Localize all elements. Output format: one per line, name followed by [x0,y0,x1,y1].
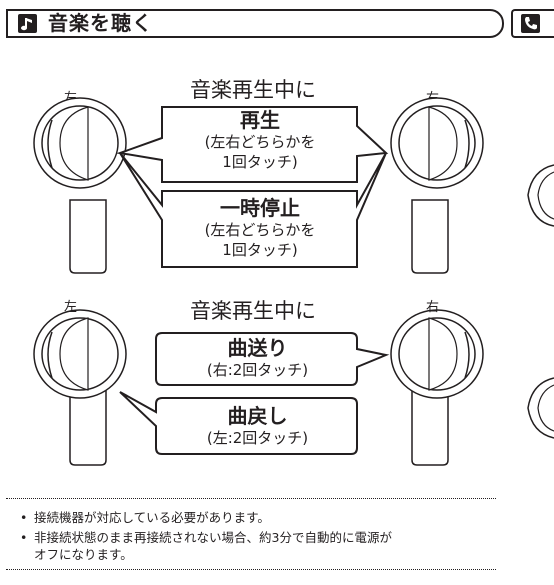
next-track-label: 曲送り [227,336,288,360]
pause-instruction-line2: 1回タッチ) [222,241,298,259]
phone-icon [521,14,540,33]
play-instruction-line1: (左右どちらかを [204,133,316,151]
pause-callout: 一時停止 (左右どちらかを 1回タッチ) [165,196,355,260]
play-label: 再生 [240,108,280,132]
play-instruction-line2: 1回タッチ) [222,153,298,171]
prev-track-callout: 曲戻し (左:2回タッチ) [160,404,355,448]
pause-label: 一時停止 [220,196,300,220]
pause-instruction-line1: (左右どちらかを [204,221,316,239]
prev-track-label: 曲戻し [227,404,288,428]
right-earbud-label-2: 右 [426,300,440,315]
notes-box: • 接続機器が対応している必要があります。 • 非接続状態のまま再接続されない場… [6,498,496,570]
section1-heading: 音楽再生中に [190,78,316,102]
section-title: 音楽を聴く [48,11,153,35]
next-section-tab [511,9,554,38]
music-note-icon [18,14,37,33]
prev-track-callout-box [119,391,358,455]
play-callout-box [116,106,389,183]
left-earbud-illustration [33,97,127,274]
note-item: • 非接続状態のまま再接続されない場合、約3分で自動的に電源が [20,530,392,545]
partial-earbud-1 [527,164,554,227]
next-track-instruction: (右:2回タッチ) [206,361,309,379]
note-item-continuation: オフになります。 [34,547,133,562]
section-header-tab: 音楽を聴く [6,9,504,38]
play-callout: 再生 (左右どちらかを 1回タッチ) [165,108,355,172]
left-earbud-label-2: 左 [64,300,78,315]
section2-heading: 音楽再生中に [190,299,316,323]
left-earbud-illustration-2 [33,309,127,466]
next-track-callout-box [155,332,390,386]
pause-callout-box [119,152,387,268]
note-item: • 接続機器が対応している必要があります。 [20,510,270,525]
right-earbud-illustration [390,97,484,274]
prev-track-instruction: (左:2回タッチ) [206,429,309,447]
partial-earbud-2 [527,377,554,439]
next-track-callout: 曲送り (右:2回タッチ) [160,336,355,380]
right-earbud-illustration-2 [390,309,484,466]
